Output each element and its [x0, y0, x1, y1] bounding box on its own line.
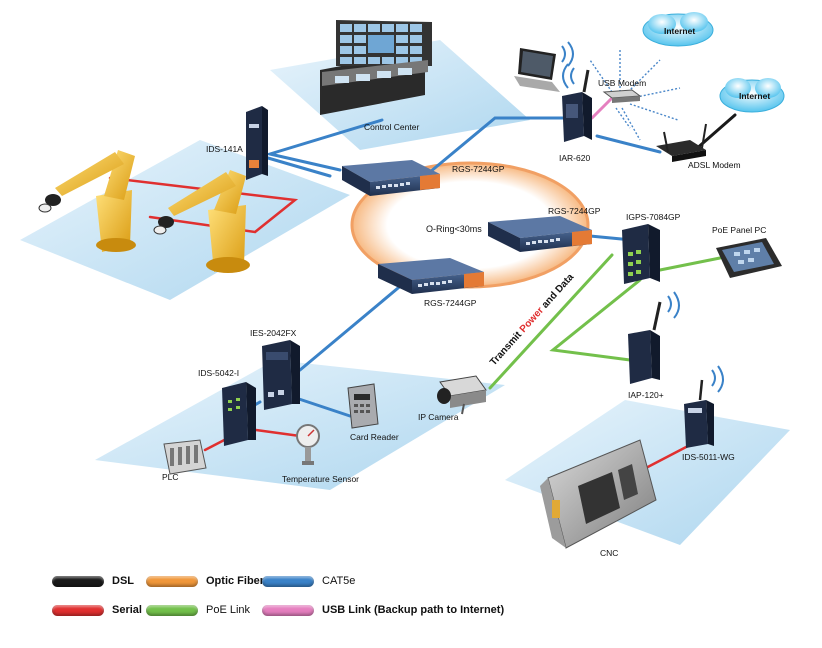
cnc-label: CNC — [600, 548, 618, 558]
cat5e-link — [264, 118, 384, 172]
cloud-internet-right: Internet — [719, 78, 785, 113]
adsl-modem: ADSL Modem — [656, 123, 741, 170]
poe-panel-pc: PoE Panel PC — [712, 225, 782, 278]
legend-label: Optic Fiber — [206, 575, 265, 587]
rgs-7244gp-bottom: RGS-7244GP — [378, 258, 484, 308]
plc-label: PLC — [162, 472, 179, 482]
wireless-burst — [589, 48, 681, 141]
legend-swatch-cat5e — [262, 575, 314, 587]
control-center-label: Control Center — [364, 122, 419, 132]
poe-link — [488, 253, 614, 390]
cat5e-link — [428, 116, 572, 174]
legend-label: USB Link (Backup path to Internet) — [322, 604, 505, 616]
robot-arm-left — [38, 150, 136, 252]
rgs-7244gp-mid: RGS-7244GP — [488, 206, 601, 252]
robot-arm-right — [153, 170, 250, 273]
temperature-sensor-label: Temperature Sensor — [282, 474, 359, 484]
rgs-7244gp-top: RGS-7244GP — [342, 160, 505, 196]
ids-141a: IDS-141A — [206, 106, 268, 180]
cnc-machine: CNC — [540, 439, 657, 558]
cat5e-link — [595, 134, 662, 154]
transmit-part1: Transmit — [488, 328, 526, 368]
ids-5011-wg: IDS-5011-WG — [682, 365, 735, 462]
transmit-part3: and Data — [538, 272, 577, 313]
ids-141a-label: IDS-141A — [206, 144, 243, 154]
legend-swatch-usb-link — [262, 604, 314, 616]
dsl-link — [693, 113, 737, 152]
ip-camera: IP Camera — [418, 375, 487, 422]
poe-link — [658, 256, 722, 272]
platform-robots — [20, 140, 350, 300]
plc: PLC — [162, 439, 207, 482]
usb-modem: USB Modem — [598, 78, 646, 103]
serial-link — [640, 443, 692, 472]
legend-item-optic-fiber: Optic Fiber — [146, 575, 264, 587]
legend-label: CAT5e — [322, 575, 356, 587]
ring-label: O-Ring<30ms — [426, 224, 482, 234]
card-reader: Card Reader — [347, 383, 399, 442]
ids-5042-i-label: IDS-5042-I — [198, 368, 239, 378]
igps-label: IGPS-7084GP — [626, 212, 681, 222]
cat5e-link — [266, 156, 332, 178]
temperature-sensor: Temperature Sensor — [282, 424, 359, 484]
legend-label: DSL — [112, 575, 134, 587]
legend-label: Serial — [112, 604, 142, 616]
legend-item-poe-link: PoE Link — [146, 604, 250, 616]
cloud-internet-top: Internet — [642, 12, 714, 47]
ids-5011-wg-label: IDS-5011-WG — [682, 452, 735, 462]
legend-item-usb-link: USB Link (Backup path to Internet) — [262, 604, 504, 616]
ies-2042fx-label: IES-2042FX — [250, 328, 297, 338]
iap-120: IAP-120+ — [628, 291, 680, 400]
internet-right-label: Internet — [739, 91, 770, 101]
legend-swatch-poe-link — [146, 604, 198, 616]
adsl-modem-label: ADSL Modem — [688, 160, 741, 170]
legend-swatch-dsl — [52, 575, 104, 587]
iap-120-label: IAP-120+ — [628, 390, 664, 400]
ip-camera-label: IP Camera — [418, 412, 459, 422]
poe-panel-pc-label: PoE Panel PC — [712, 225, 766, 235]
legend-item-serial: Serial — [52, 604, 142, 616]
usb-modem-label: USB Modem — [598, 78, 646, 88]
cat5e-link — [298, 276, 412, 372]
legend: DSL Optic Fiber CAT5e Serial PoE Link US… — [0, 568, 822, 638]
laptop-icon — [514, 41, 574, 92]
control-center: Control Center — [320, 20, 432, 132]
iar-620-label: IAR-620 — [559, 153, 590, 163]
legend-swatch-optic-fiber — [146, 575, 198, 587]
iar-620: IAR-620 — [559, 63, 592, 163]
legend-label: PoE Link — [206, 604, 251, 616]
serial-link — [254, 428, 302, 438]
ies-2042fx: IES-2042FX — [250, 328, 300, 410]
cat5e-link — [294, 396, 352, 418]
rgs-mid-label: RGS-7244GP — [548, 206, 601, 216]
card-reader-label: Card Reader — [350, 432, 399, 442]
ids-5042-i: IDS-5042-I — [198, 368, 256, 446]
legend-item-cat5e: CAT5e — [262, 575, 355, 587]
poe-link — [549, 278, 642, 362]
igps-7084gp: IGPS-7084GP — [622, 212, 681, 284]
rgs-top-label: RGS-7244GP — [452, 164, 505, 174]
internet-top-label: Internet — [664, 26, 695, 36]
usb-link — [590, 96, 614, 120]
legend-item-dsl: DSL — [52, 575, 134, 587]
legend-swatch-serial — [52, 604, 104, 616]
rgs-bottom-label: RGS-7244GP — [424, 298, 477, 308]
